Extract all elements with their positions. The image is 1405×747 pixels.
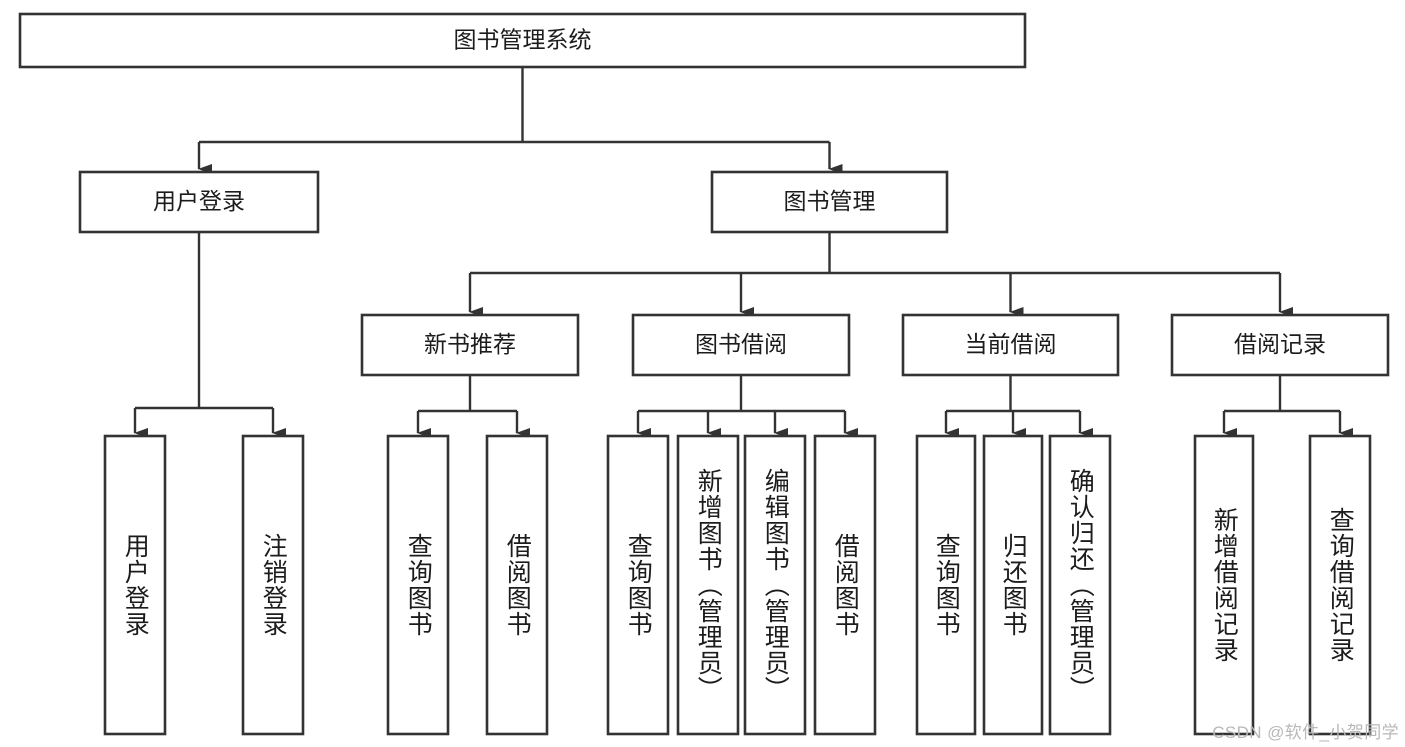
level2-node-label-0: 用户登录 [153,188,245,214]
level3-node-label-0: 新书推荐 [424,331,516,357]
leaf-node-label-2: 查询图书 [404,533,433,637]
leaf-node-box-10[interactable] [1048,434,1112,736]
level2-node-label-1: 图书管理 [784,188,876,214]
leaf-node-box-11[interactable] [1193,434,1255,736]
csdn-watermark: CSDN @软件_小贺同学 [1212,723,1399,742]
leaf-node-box-5[interactable] [676,434,740,736]
leaf-node-box-0[interactable] [103,434,167,736]
level3-node-label-1: 图书借阅 [695,331,787,357]
level3-node-label-2: 当前借阅 [965,331,1057,357]
root-node-label: 图书管理系统 [454,27,592,53]
leaf-node-box-3[interactable] [485,434,549,736]
leaf-node-box-12[interactable] [1308,434,1372,736]
leaf-node-box-2[interactable] [386,434,450,736]
leaf-node-box-4[interactable] [606,434,670,736]
leaf-node-label-1: 注销登录 [259,533,288,637]
leaf-node-label-9: 归还图书 [999,533,1028,637]
root-node-box[interactable] [18,12,1027,69]
level3-node-box-3[interactable] [1170,313,1390,377]
leaf-node-label-8: 查询图书 [932,533,961,637]
level2-node-box-0[interactable] [78,170,320,234]
leaf-node-label-10: 确认归还（管理员） [1066,468,1095,702]
level3-node-box-2[interactable] [901,313,1120,377]
leaf-node-label-7: 借阅图书 [831,533,860,637]
leaf-node-box-8[interactable] [915,434,977,736]
level3-node-box-1[interactable] [631,313,851,377]
leaf-node-box-6[interactable] [743,434,807,736]
connector-lines [133,67,1353,438]
node-boxes [18,12,1390,736]
leaf-node-label-3: 借阅图书 [503,533,532,637]
leaf-node-label-6: 编辑图书（管理员） [761,468,790,702]
level3-node-label-3: 借阅记录 [1234,331,1326,357]
leaf-node-box-9[interactable] [982,434,1044,736]
leaf-node-label-11: 新增借阅记录 [1210,507,1239,663]
level3-node-box-0[interactable] [360,313,580,377]
leaf-node-label-4: 查询图书 [624,533,653,637]
leaf-node-label-5: 新增图书（管理员） [694,468,723,702]
level2-node-box-1[interactable] [710,170,949,234]
leaf-node-box-7[interactable] [813,434,877,736]
leaf-node-box-1[interactable] [241,434,305,736]
leaf-node-label-0: 用户登录 [121,533,150,637]
leaf-node-label-12: 查询借阅记录 [1326,507,1355,663]
